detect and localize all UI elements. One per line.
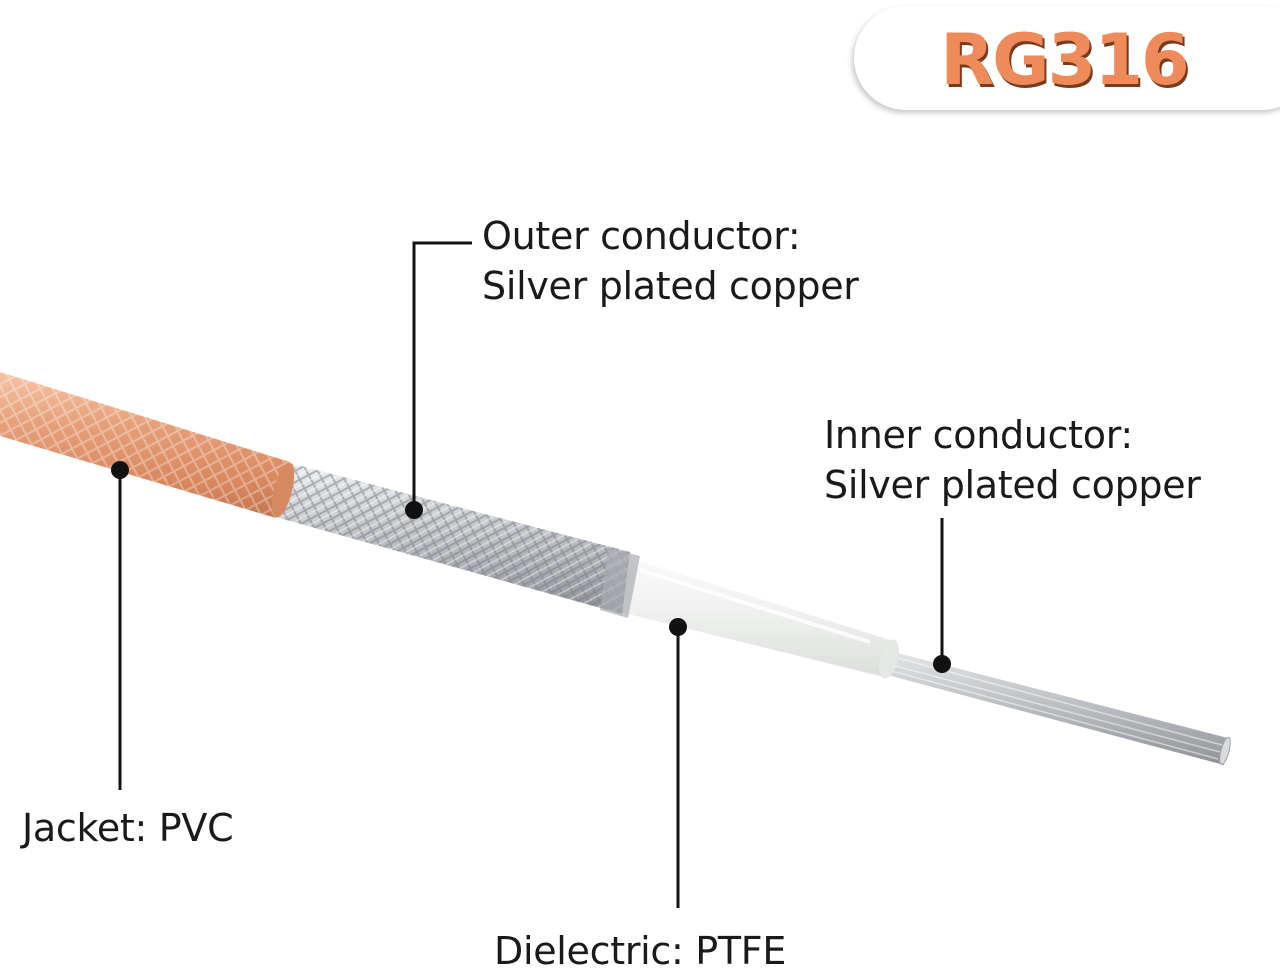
outer-conductor [272, 462, 640, 618]
label-jacket: Jacket: PVC [22, 806, 234, 850]
label-outer-line1: Outer conductor: [482, 214, 801, 258]
label-dielectric: Dielectric: PTFE [494, 929, 787, 973]
label-inner-line2: Silver plated copper [824, 463, 1201, 507]
leader-dielectric [669, 618, 687, 908]
leader-outer [405, 241, 472, 519]
leader-jacket [111, 461, 129, 790]
model-name: RG316 [940, 19, 1189, 101]
dielectric [620, 556, 900, 679]
leader-inner [933, 518, 951, 673]
label-inner-line1: Inner conductor: [824, 413, 1133, 457]
model-badge: RG316 [854, 6, 1280, 110]
label-outer-line2: Silver plated copper [482, 264, 859, 308]
jacket [0, 372, 295, 518]
